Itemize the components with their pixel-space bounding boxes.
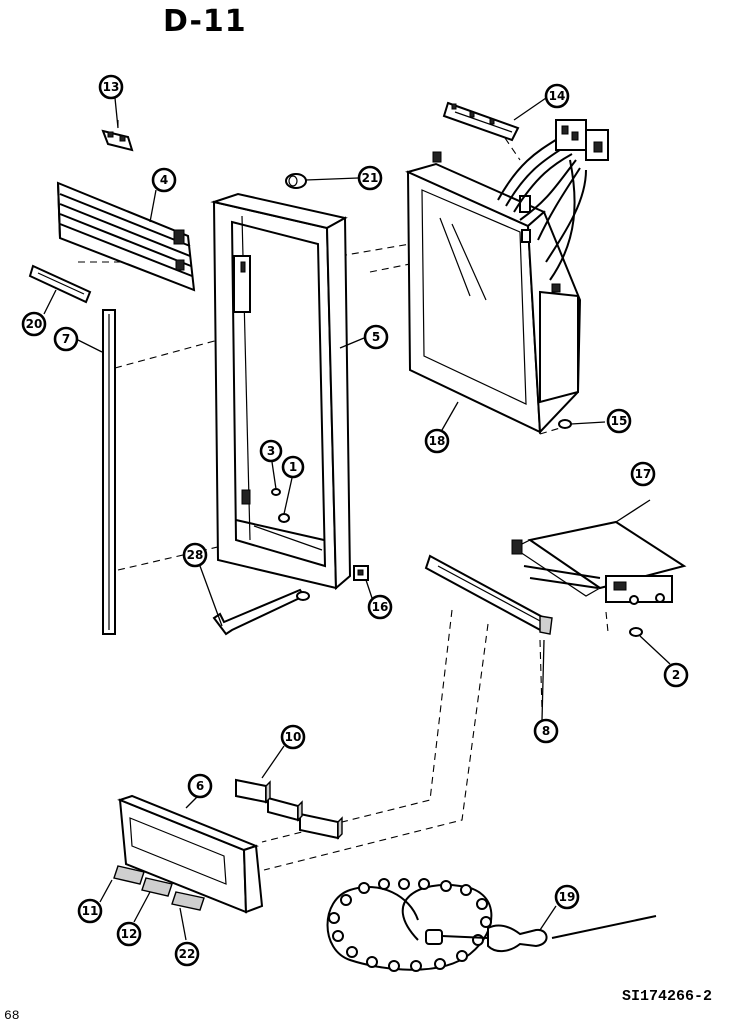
callout-8: 8 (533, 718, 559, 744)
part-13-bracket (101, 129, 134, 152)
svg-text:11: 11 (82, 904, 99, 918)
svg-text:3: 3 (267, 444, 275, 458)
part-20-plate (28, 264, 92, 304)
leader-lines (43, 97, 547, 721)
part-6-panel (117, 794, 264, 914)
part-18-control-box (405, 151, 582, 435)
svg-text:21: 21 (362, 171, 379, 185)
drawing-code: SI174266-2 (622, 988, 713, 1005)
callout-12: 12 (116, 921, 142, 947)
callout-20: 20 (21, 311, 47, 337)
callout-15: 15 (606, 408, 632, 434)
callout-6: 6 (187, 773, 213, 799)
part-28-l-key (199, 565, 310, 636)
svg-text:13: 13 (103, 80, 120, 94)
svg-text:2: 2 (672, 668, 680, 682)
svg-text:10: 10 (285, 730, 302, 744)
part-21-plug (285, 173, 359, 189)
parts-11-12-22-caps (99, 865, 205, 941)
callout-18: 18 (424, 428, 450, 454)
part-4-grille (56, 181, 196, 292)
svg-text:4: 4 (160, 173, 168, 187)
callout-2: 2 (663, 662, 689, 688)
callout-5: 5 (363, 324, 389, 350)
svg-text:22: 22 (179, 947, 196, 961)
part-19-sensor (326, 878, 657, 972)
svg-text:6: 6 (196, 779, 204, 793)
svg-text:17: 17 (635, 467, 652, 481)
part-15-screw (558, 419, 606, 429)
part-16-clip (353, 565, 373, 599)
callout-11: 11 (77, 898, 103, 924)
part-5-frame (210, 192, 352, 591)
part-8-rail (424, 554, 553, 635)
svg-text:12: 12 (121, 927, 138, 941)
svg-text:14: 14 (549, 89, 566, 103)
callout-4: 4 (151, 167, 177, 193)
svg-text:5: 5 (372, 330, 380, 344)
callout-1: 1 (281, 455, 305, 479)
svg-text:1: 1 (289, 460, 297, 474)
callout-19: 19 (554, 884, 580, 910)
part-10-buttons (235, 745, 343, 840)
svg-text:16: 16 (372, 600, 389, 614)
callout-7: 7 (53, 326, 79, 352)
part-14-terminal-strip (442, 101, 520, 142)
page-number: 68 (4, 1008, 20, 1023)
svg-text:18: 18 (429, 434, 446, 448)
svg-text:19: 19 (559, 890, 576, 904)
svg-text:7: 7 (62, 332, 70, 346)
svg-text:20: 20 (26, 317, 43, 331)
svg-text:8: 8 (542, 724, 550, 738)
parts-3-1-screws (271, 461, 293, 523)
callout-14: 14 (544, 83, 570, 109)
part-7-rod (102, 309, 116, 635)
callout-28: 28 (182, 542, 208, 568)
wire-harness (497, 119, 609, 281)
svg-text:28: 28 (187, 548, 204, 562)
callout-17: 17 (630, 461, 656, 487)
callout-16: 16 (367, 594, 393, 620)
part-2-screw (629, 627, 671, 665)
part-17-board (511, 499, 687, 605)
callout-21: 21 (357, 165, 383, 191)
diagram-title: D-11 (163, 4, 247, 39)
callout-22: 22 (174, 941, 200, 967)
callout-10: 10 (280, 724, 306, 750)
callout-13: 13 (98, 74, 124, 100)
svg-text:15: 15 (611, 414, 628, 428)
callout-3: 3 (259, 439, 283, 463)
